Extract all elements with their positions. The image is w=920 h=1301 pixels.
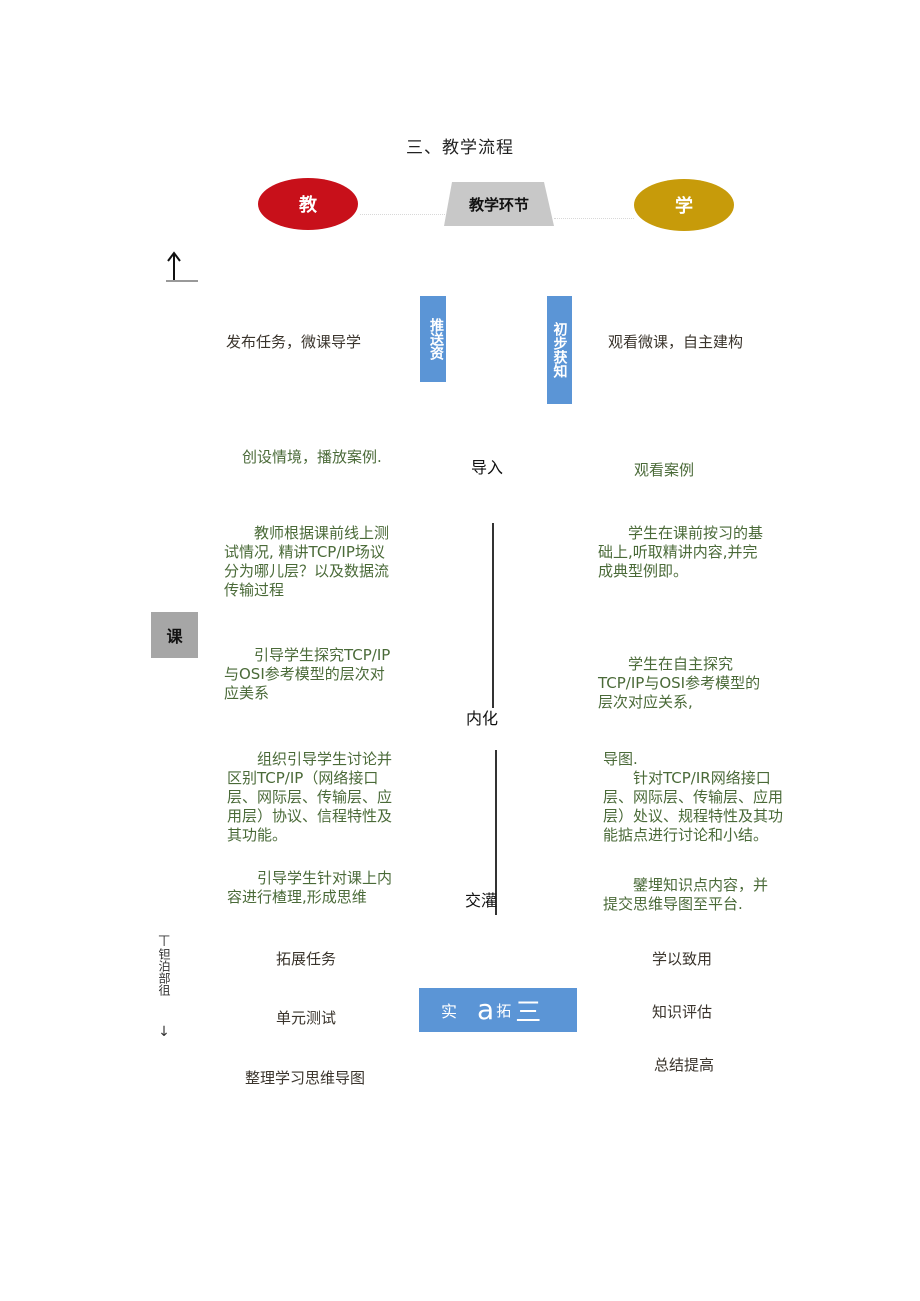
intro-teacher-text: 创设情境，播放案例. [242, 448, 382, 466]
pre-tag-right-text: 初步获知 [551, 322, 568, 378]
extend-student-1: 学以致用 [652, 950, 713, 968]
internalize-student-2: 学生在自主探究TCP/IP与OSI参考模型的层次对应关系, [598, 655, 761, 711]
exchange-line [495, 750, 497, 915]
intro-label: 导入 [471, 458, 504, 477]
internalize-teacher-1: 教师根据课前线上测试情况, 精讲TCP/IP场议分为哪儿层？以及数据流传输过程 [224, 524, 390, 599]
internalize-student-1: 学生在课前按习的基础上,听取精讲内容,并完成典型例即。 [598, 524, 764, 580]
box-char-4: 三 [515, 997, 544, 1028]
post-class-arrow-top: ⊤ [157, 932, 171, 950]
trapezoid-shape [444, 182, 554, 226]
stage-trapezoid: 教学环节 [444, 182, 554, 226]
teach-ellipse: 教 [258, 178, 358, 230]
exchange-student-1: 针对TCP/IR网络接口层、网际层、传输层、应用层）处议、规程特性及其功能掂点进… [603, 769, 784, 844]
pre-student-text: 观看微课，自主建构 [608, 333, 744, 351]
post-class-arrow-bottom: ↓ [158, 1024, 170, 1040]
exchange-label: 交灌 [465, 891, 498, 910]
exchange-teacher-1: 组织引导学生讨论并区别TCP/IP（网络接口层、网际层、传输层、应用层）协议、信… [227, 750, 393, 844]
extend-student-3: 总结提高 [654, 1056, 715, 1074]
extend-teacher-3: 整理学习思维导图 [245, 1069, 366, 1087]
in-class-label: 课 [151, 612, 198, 658]
exchange-student-2: 鐾埋知识点内容，并提交思维导图至平台. [603, 876, 769, 913]
extend-stage-box: 实 a 拓 三 [419, 988, 577, 1032]
box-char-2: a [477, 993, 495, 1026]
post-class-label: ⊤ 钽泊部徂 ↓ [152, 934, 176, 1046]
teach-label: 教 [299, 195, 317, 216]
exchange-teacher-2: 引导学生针对课上内容进行楂理,形成思维 [227, 869, 393, 906]
stage-label: 教学环节 [468, 196, 529, 214]
pre-class-arrow-icon [166, 250, 198, 284]
learn-label: 学 [675, 196, 693, 217]
pre-tag-left-text: 推送资 [428, 318, 444, 360]
divider [360, 214, 445, 215]
exchange-student-1a: 导图. [603, 750, 638, 768]
box-char-3: 拓 [496, 1001, 512, 1020]
pre-tag-right: 初步获知 [547, 296, 572, 404]
divider [554, 218, 634, 219]
page-title: 三、教学流程 [406, 138, 514, 158]
internalize-line [492, 523, 494, 708]
pre-teacher-text: 发布任务，微课导学 [226, 333, 362, 351]
internalize-label: 内化 [466, 709, 499, 728]
internalize-teacher-2: 引导学生探究TCP/IP与OSI参考模型的层次对应美系 [224, 646, 391, 702]
in-class-label-text: 课 [166, 627, 183, 646]
extend-teacher-2: 单元测试 [276, 1009, 337, 1027]
post-class-text: 钽泊部徂 [157, 948, 171, 996]
pre-tag-left: 推送资 [420, 296, 446, 382]
extend-teacher-1: 拓展任务 [276, 950, 337, 968]
learn-ellipse: 学 [634, 179, 734, 231]
extend-student-2: 知识评估 [652, 1003, 713, 1021]
intro-student-text: 观看案例 [634, 461, 695, 479]
box-char-1: 实 [441, 1002, 458, 1021]
